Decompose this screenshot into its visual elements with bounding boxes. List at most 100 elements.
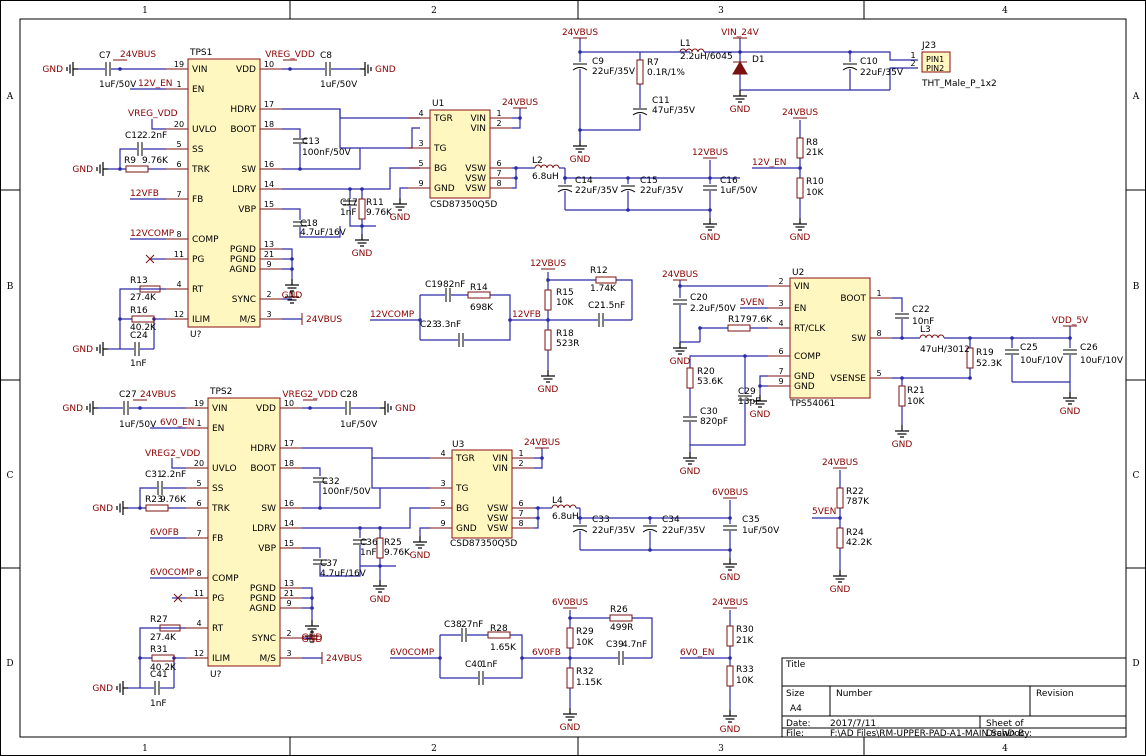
u3-designator: U3 (452, 440, 464, 450)
gnd-net-label: GND (410, 551, 431, 561)
r9-resistor (125, 165, 149, 173)
power-net-label: VREG2_VDD (282, 390, 337, 400)
tps2-pin-number: 9 (286, 599, 291, 608)
tps2-body (207, 397, 281, 667)
junction-dot (900, 336, 904, 340)
tps2-pin-name: EN (212, 424, 224, 434)
tps1-pin-number: 6 (176, 160, 181, 169)
wire (616, 279, 633, 320)
c35-value: 1uF/50V (742, 526, 780, 536)
gnd-net-label: GND (282, 291, 303, 301)
tps2-pin-name: M/S (259, 654, 276, 664)
c34-value: 22uF/35V (662, 526, 706, 536)
r20-value: 53.6K (697, 377, 724, 387)
r9-value: 9.76K (142, 156, 169, 166)
tps2-pin-name: VDD (256, 404, 276, 414)
r10-value: 10K (806, 188, 824, 198)
row-marker: D (6, 659, 13, 669)
tps2-pin-number: 20 (194, 459, 204, 468)
r27-value: 27.4K (150, 633, 177, 643)
tps1-pin-number: 12 (174, 310, 184, 319)
r25-designator: R25 (384, 538, 402, 548)
u2-part: TPS54061 (789, 399, 835, 409)
tps2-pin-name: SYNC (252, 634, 276, 644)
r29-value: 10K (576, 638, 594, 648)
wire (464, 320, 511, 341)
wire (302, 467, 321, 476)
junction-dot (290, 257, 294, 261)
tps2-pin-number: 15 (284, 539, 294, 548)
u3-pin-name: TGR (455, 454, 475, 464)
r16-designator: R16 (130, 306, 148, 316)
r29-resistor (566, 627, 574, 649)
c12-value: 2.2nF (142, 131, 167, 141)
number-label: Number (836, 689, 872, 699)
gnd-net-label: GND (570, 155, 591, 165)
row-marker: B (7, 282, 14, 292)
tps1-pin-number: 11 (174, 250, 184, 259)
u3-pin-name: VSW (487, 504, 508, 514)
junction-dot (743, 354, 747, 358)
power-net-label: 24VBUS (662, 270, 698, 280)
u2-pin-number: 2 (778, 277, 783, 286)
tps1-pin-name: FB (192, 195, 203, 205)
r27-resistor (159, 624, 181, 632)
row-marker: C (1133, 471, 1140, 481)
c38-designator: C38 (444, 620, 462, 630)
tps1-pin-name: TRK (191, 165, 211, 175)
tps1-pin-number: 20 (174, 120, 184, 129)
wire (740, 69, 851, 91)
power-net-label: VREG_VDD (265, 50, 315, 60)
wire (302, 507, 430, 529)
tps1-pin-number: 21 (264, 250, 274, 259)
r10-designator: R10 (806, 177, 824, 187)
c39-designator: C39 (606, 640, 624, 650)
tps2-pin-number: 1 (196, 419, 201, 428)
r18-designator: R18 (556, 329, 574, 339)
r11-designator: R11 (366, 198, 384, 208)
u1-body (429, 109, 491, 199)
c31-value: 2.2nF (161, 470, 186, 480)
c16-value: 1uF/50V (720, 186, 758, 196)
row-marker: A (1132, 92, 1140, 102)
tps2-pin-number: 10 (284, 399, 294, 408)
tps1-pin-number: 18 (264, 120, 274, 129)
junction-dot (968, 336, 972, 340)
wire (151, 119, 166, 130)
date-value: 2017/7/11 (830, 719, 876, 729)
u1-pin-number: 4 (418, 109, 423, 118)
tps2-pin-name: RT (212, 624, 224, 634)
tps1-pin-number: 15 (264, 200, 274, 209)
wire (171, 458, 186, 469)
u1-pin-name: VSW (465, 174, 486, 184)
junction-dot (648, 516, 652, 520)
u2-pin-number: 6 (778, 347, 783, 356)
c14-capacitor-plate (557, 189, 573, 193)
tps2-pin-name: VBP (258, 544, 276, 554)
r16-value: 40.2K (130, 323, 157, 333)
gnd-net-label: GND (352, 249, 373, 259)
u2-pin-name: VIN (794, 282, 810, 292)
c29-value: 13pF (738, 397, 760, 407)
c10-designator: C10 (860, 57, 878, 67)
u2-pin-number: 8 (876, 329, 881, 338)
power-net-label: VIN_24V (721, 28, 759, 38)
u1-pin-name: VIN (470, 124, 486, 134)
tps2-designator: TPS2 (209, 387, 232, 397)
tps2-pin-name: ILIM (212, 654, 230, 664)
r17-designator: R17 (728, 315, 746, 325)
tps1-pin-number: 17 (264, 100, 274, 109)
c41-designator: C41 (150, 670, 168, 680)
junction-dot (358, 526, 362, 530)
u1-pin-name: VSW (465, 184, 486, 194)
r33-resistor (726, 665, 734, 687)
l4-inductor (551, 504, 577, 509)
r15-designator: R15 (556, 288, 574, 298)
junction-dot (138, 656, 142, 660)
no-connect-mark (145, 254, 155, 264)
c19-value: 82nF (443, 280, 465, 290)
wire (119, 288, 166, 319)
fb12-net-label: 12VFB (130, 189, 159, 199)
l3-value: 47uH/3012 (920, 345, 970, 355)
junction-dot (308, 406, 312, 410)
